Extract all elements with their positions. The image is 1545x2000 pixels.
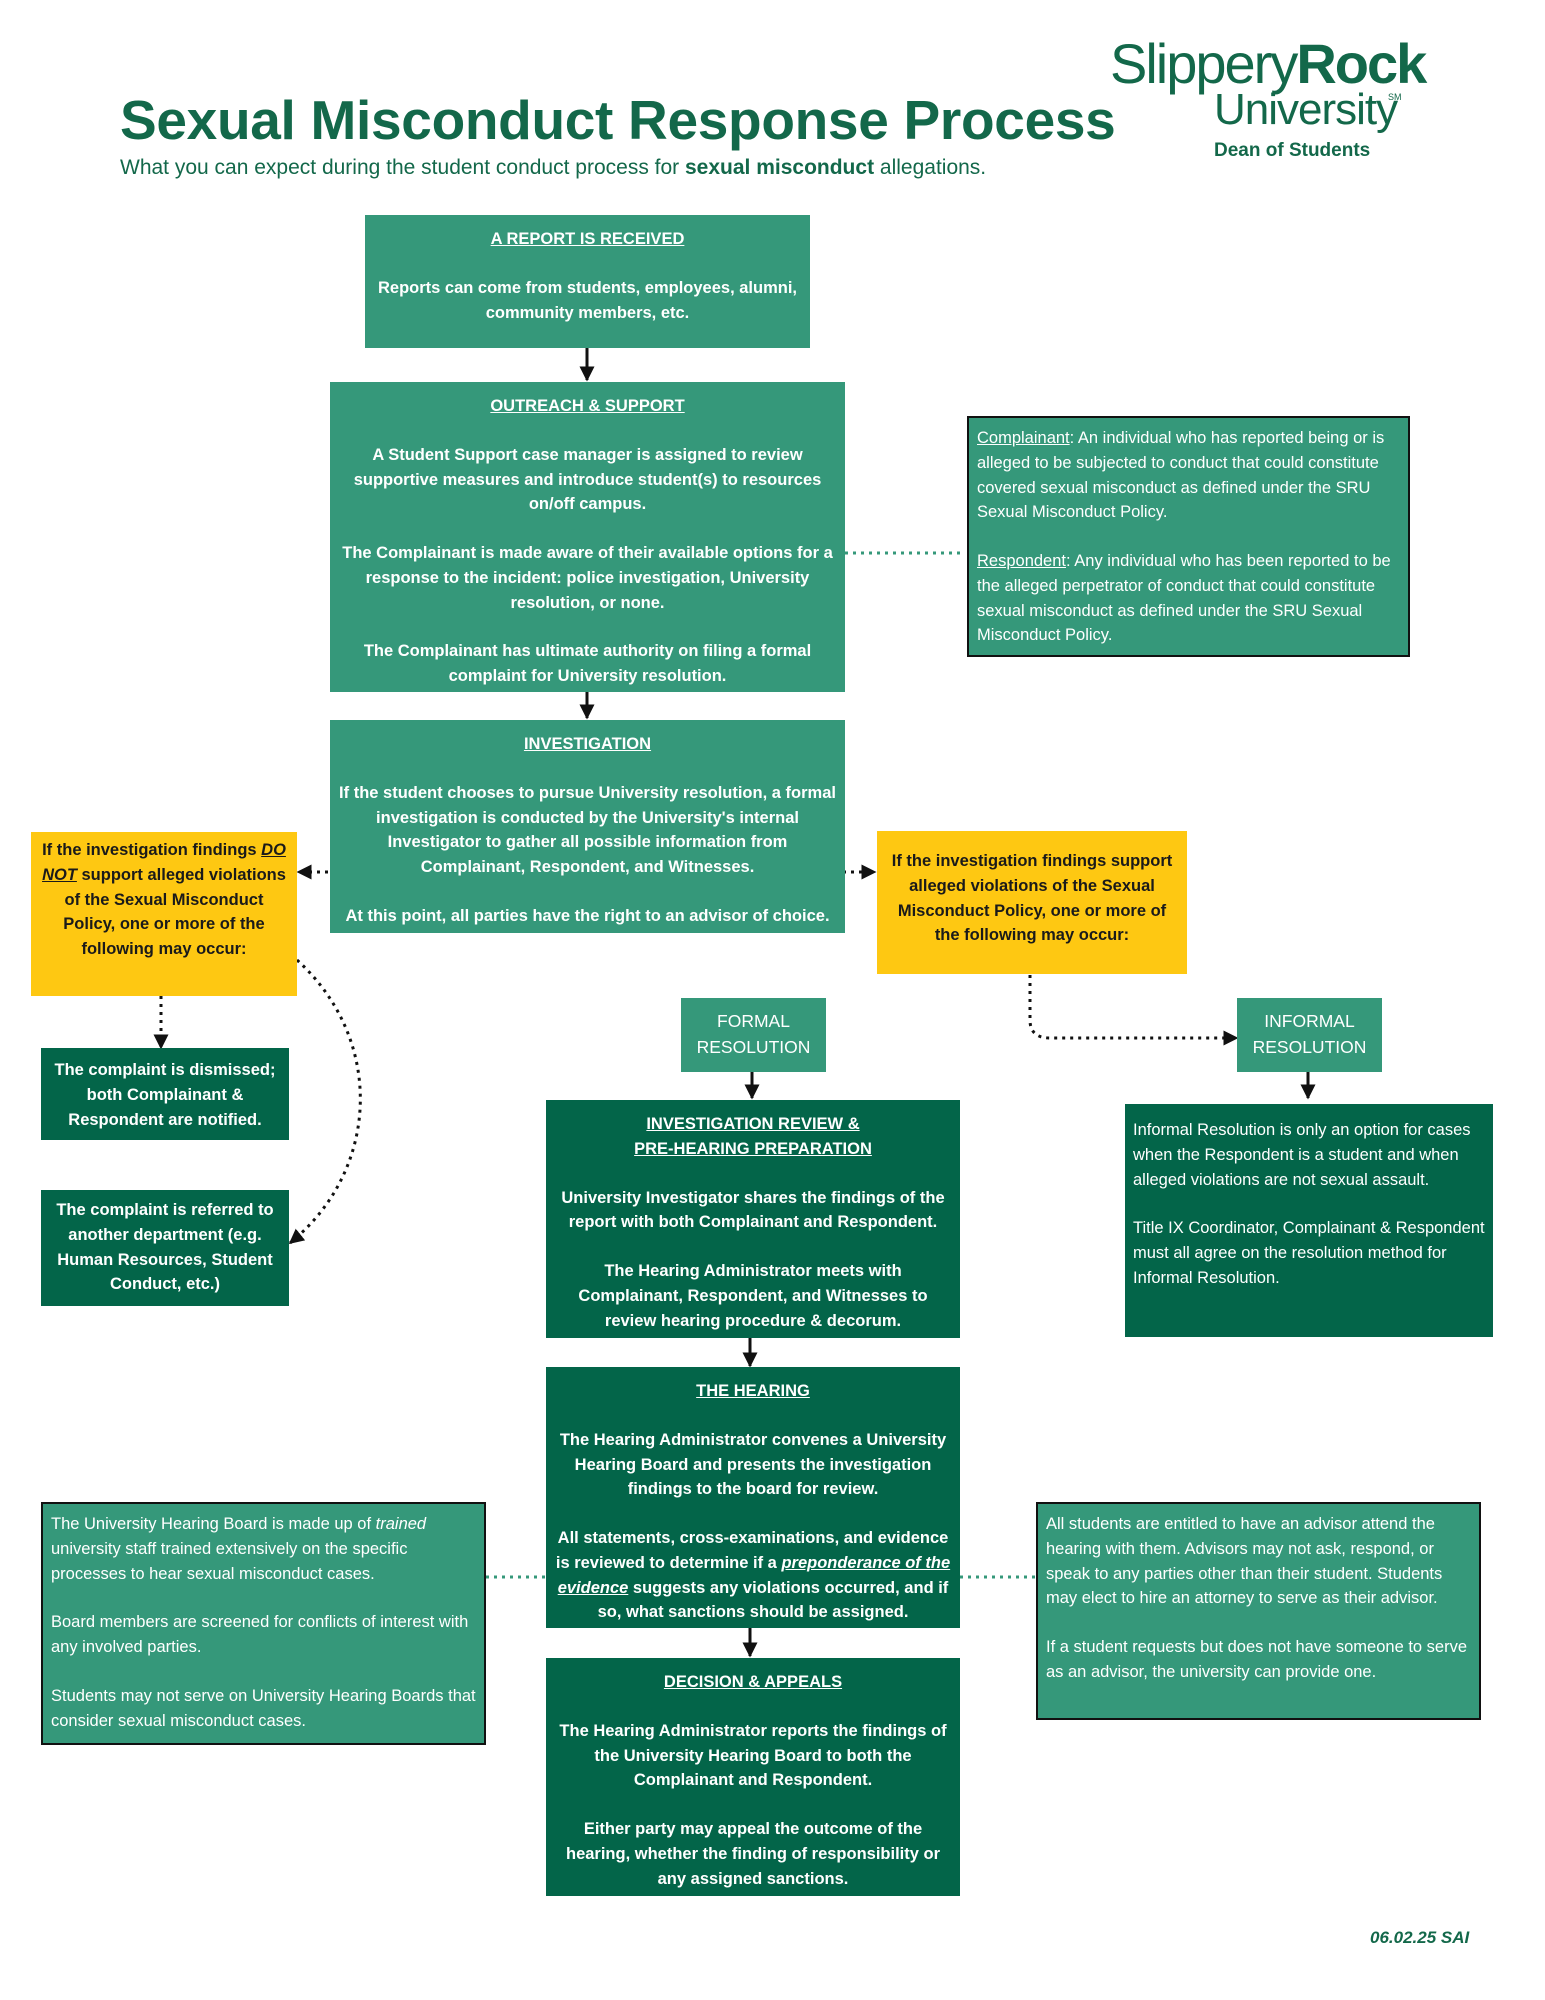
- outreach-p1: A Student Support case manager is assign…: [353, 445, 822, 514]
- university-logo: SlipperyRock University SM Dean of Stude…: [1110, 36, 1440, 166]
- respondent-term: Respondent: [977, 552, 1066, 570]
- review-prehearing-box: INVESTIGATION REVIEW & PRE-HEARING PREPA…: [546, 1100, 960, 1338]
- not-supported-do: DO: [261, 841, 286, 859]
- outreach-support-box: OUTREACH & SUPPORT A Student Support cas…: [330, 382, 845, 692]
- subtitle-bold: sexual misconduct: [685, 156, 875, 179]
- arrow-supported-to-informal: [1028, 975, 1239, 1046]
- definitions-box: Complainant: An individual who has repor…: [967, 416, 1410, 657]
- page-subtitle: What you can expect during the student c…: [120, 156, 986, 180]
- decision-p2: Either party may appeal the outcome of t…: [565, 1820, 941, 1888]
- findings-not-supported-box: If the investigation findings DO NOT sup…: [31, 832, 297, 996]
- report-heading: A REPORT IS RECEIVED: [490, 230, 685, 248]
- logo-word-slippery: Slippery: [1110, 32, 1298, 95]
- findings-supported-box: If the investigation findings support al…: [877, 831, 1187, 974]
- hearing-p1: The Hearing Administrator convenes a Uni…: [559, 1430, 947, 1499]
- complainant-text: : An individual who has reported being o…: [977, 429, 1385, 522]
- logo-word-rock: Rock: [1296, 32, 1427, 95]
- board-p1-post: university staff trained extensively on …: [51, 1539, 408, 1583]
- formal-label-text: FORMAL RESOLUTION: [696, 1011, 811, 1058]
- not-supported-post: support alleged violations of the Sexual…: [63, 865, 286, 958]
- informal-label-text: INFORMAL RESOLUTION: [1252, 1011, 1367, 1058]
- hearing-p2: All statements, cross-examinations, and …: [554, 1526, 952, 1625]
- review-heading-1: INVESTIGATION REVIEW &: [646, 1115, 860, 1133]
- not-supported-not: NOT: [42, 865, 77, 884]
- complaint-referred-box: The complaint is referred to another dep…: [41, 1190, 289, 1306]
- dismissed-text: The complaint is dismissed; both Complai…: [54, 1061, 276, 1129]
- hearing-heading: THE HEARING: [696, 1382, 810, 1400]
- decision-appeals-box: DECISION & APPEALS The Hearing Administr…: [546, 1658, 960, 1896]
- hearing-p2-pre: All statements, cross-examinations, and …: [555, 1529, 949, 1572]
- hearing-box: THE HEARING The Hearing Administrator co…: [546, 1367, 960, 1628]
- informal-resolution-box: Informal Resolution is only an option fo…: [1125, 1104, 1493, 1337]
- not-supported-pre: If the investigation findings: [42, 841, 262, 859]
- outreach-p3: The Complainant has ultimate authority o…: [363, 642, 812, 685]
- advisor-p2: If a student requests but does not have …: [1046, 1638, 1468, 1681]
- complainant-definition: Complainant: An individual who has repor…: [977, 426, 1400, 525]
- review-p2: The Hearing Administrator meets with Com…: [578, 1262, 928, 1330]
- referred-text: The complaint is referred to another dep…: [56, 1201, 274, 1294]
- subtitle-post: allegations.: [874, 156, 987, 179]
- complaint-dismissed-box: The complaint is dismissed; both Complai…: [41, 1048, 289, 1140]
- logo-service-mark: SM: [1388, 92, 1402, 102]
- complainant-term: Complainant: [977, 429, 1070, 447]
- page-title: Sexual Misconduct Response Process: [120, 89, 1116, 151]
- informal-p1: Informal Resolution is only an option fo…: [1133, 1121, 1471, 1189]
- board-p1-pre: The University Hearing Board is made up …: [51, 1515, 376, 1533]
- advisor-box: All students are entitled to have an adv…: [1036, 1502, 1481, 1720]
- not-supported-text: If the investigation findings DO NOT sup…: [39, 838, 289, 962]
- report-received-box: A REPORT IS RECEIVED Reports can come fr…: [365, 215, 810, 348]
- investigation-p1: If the student chooses to pursue Univers…: [339, 783, 836, 876]
- decision-p1: The Hearing Administrator reports the fi…: [559, 1721, 947, 1790]
- respondent-text: : Any individual who has been reported t…: [977, 552, 1391, 645]
- informal-resolution-label: INFORMAL RESOLUTION: [1237, 998, 1382, 1072]
- report-text: Reports can come from students, employee…: [377, 278, 798, 322]
- logo-department: Dean of Students: [1214, 140, 1371, 161]
- logo-word-university: University: [1214, 85, 1398, 134]
- hearing-board-box: The University Hearing Board is made up …: [41, 1502, 486, 1745]
- board-p3: Students may not serve on University Hea…: [51, 1686, 476, 1730]
- document-code: 06.02.25 SAI: [1370, 1928, 1470, 1947]
- hearing-p2-em: preponderance of the evidence: [557, 1553, 951, 1597]
- advisor-p1: All students are entitled to have an adv…: [1046, 1515, 1443, 1608]
- investigation-box: INVESTIGATION If the student chooses to …: [330, 720, 845, 933]
- outreach-p2: The Complainant is made aware of their a…: [342, 544, 833, 612]
- logo-wordmark: SlipperyRock: [1110, 36, 1427, 92]
- hearing-p2-post: suggests any violations occurred, and if…: [597, 1578, 949, 1622]
- board-p1-em: trained: [375, 1515, 427, 1533]
- board-p2: Board members are screened for conflicts…: [51, 1613, 469, 1656]
- board-p1: The University Hearing Board is made up …: [51, 1512, 476, 1586]
- respondent-definition: Respondent: Any individual who has been …: [977, 549, 1400, 648]
- investigation-p2: At this point, all parties have the righ…: [345, 906, 830, 925]
- informal-p2: Title IX Coordinator, Complainant & Resp…: [1133, 1219, 1485, 1287]
- decision-heading: DECISION & APPEALS: [663, 1673, 843, 1691]
- supported-text: If the investigation findings support al…: [891, 852, 1173, 945]
- arrow-not-supported-to-referred: [288, 958, 362, 1245]
- review-heading-2: PRE-HEARING PREPARATION: [634, 1139, 872, 1158]
- subtitle-pre: What you can expect during the student c…: [120, 156, 685, 179]
- review-p1: University Investigator shares the findi…: [561, 1188, 945, 1232]
- outreach-heading: OUTREACH & SUPPORT: [490, 397, 685, 415]
- investigation-heading: INVESTIGATION: [523, 735, 652, 753]
- formal-resolution-label: FORMAL RESOLUTION: [681, 998, 826, 1072]
